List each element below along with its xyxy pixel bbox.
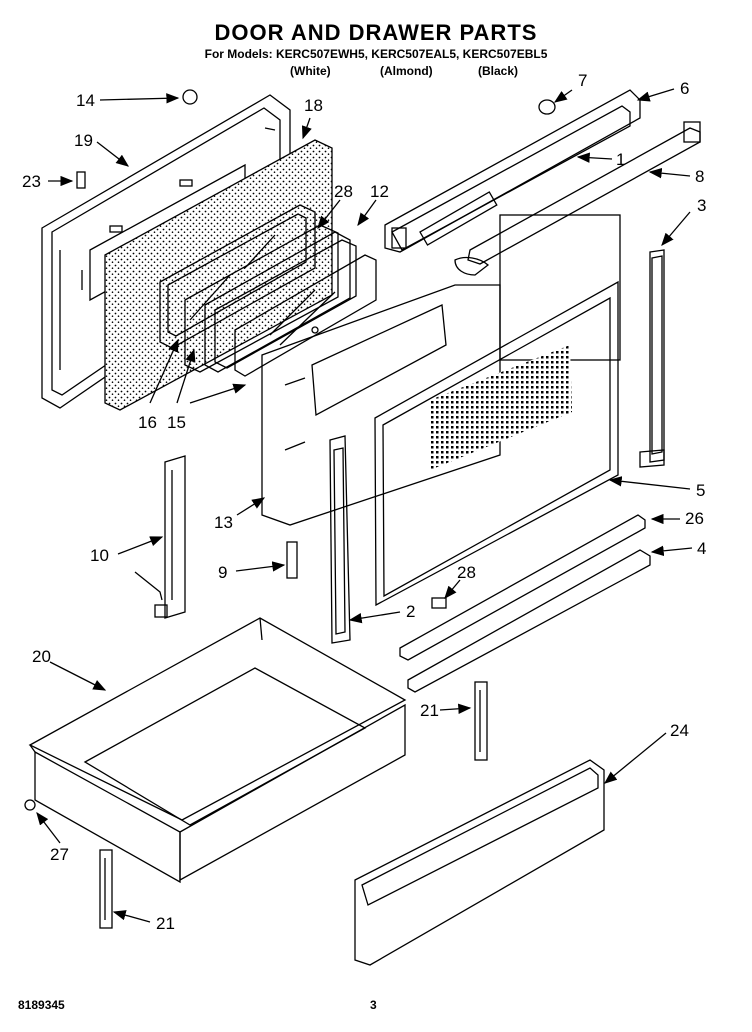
side-trim-left (329, 435, 351, 644)
callout-19: 19 (74, 131, 93, 150)
callout-24: 24 (670, 721, 689, 740)
callout-4: 4 (697, 539, 706, 558)
callout-2: 2 (406, 602, 415, 621)
knob (182, 89, 198, 105)
callout-18: 18 (304, 96, 323, 115)
door-liner (261, 284, 501, 526)
callout-15: 15 (167, 413, 186, 432)
lower-door-rail (407, 549, 651, 693)
callout-28-bottom: 28 (457, 563, 476, 582)
variant-black: (Black) (478, 64, 519, 78)
callout-5: 5 (696, 481, 705, 500)
drawer-front (354, 759, 605, 966)
callout-27: 27 (50, 845, 69, 864)
warming-drawer (28, 617, 407, 884)
door-hinge (134, 455, 186, 619)
clip (431, 597, 447, 609)
callout-8: 8 (695, 167, 704, 186)
drawer-slide-right (474, 681, 488, 761)
washer (538, 99, 556, 115)
callout-12: 12 (370, 182, 389, 201)
diagram-title: DOOR AND DRAWER PARTS (214, 20, 538, 45)
callout-23: 23 (22, 172, 41, 191)
spacer (286, 541, 298, 579)
lower-door-bracket (399, 514, 646, 661)
callout-16: 16 (138, 413, 157, 432)
variant-white: (White) (290, 64, 331, 78)
callout-6: 6 (680, 79, 689, 98)
drawer-slide-left (99, 849, 113, 929)
door-outer-panel (374, 280, 619, 607)
callout-7: 7 (578, 71, 587, 90)
page-number: 3 (370, 998, 377, 1012)
callout-3: 3 (697, 196, 706, 215)
screw-pair (76, 171, 86, 189)
callout-1: 1 (616, 150, 625, 169)
callout-26: 26 (685, 509, 704, 528)
side-trim-right (639, 249, 665, 468)
callout-14: 14 (76, 91, 95, 110)
variant-almond: (Almond) (380, 64, 433, 78)
callout-labels: 14 19 18 23 7 6 1 8 3 28 12 16 15 13 5 1… (22, 71, 706, 933)
callout-21-left: 21 (156, 914, 175, 933)
callout-20: 20 (32, 647, 51, 666)
console-trim (384, 89, 641, 253)
models-line: For Models: KERC507EWH5, KERC507EAL5, KE… (204, 47, 548, 61)
drawer-screw (24, 799, 36, 811)
callout-28-top: 28 (334, 182, 353, 201)
callout-13: 13 (214, 513, 233, 532)
callout-10: 10 (90, 546, 109, 565)
callout-9: 9 (218, 563, 227, 582)
callout-21-right: 21 (420, 701, 439, 720)
document-number: 8189345 (18, 998, 65, 1012)
door-handle (454, 121, 701, 276)
